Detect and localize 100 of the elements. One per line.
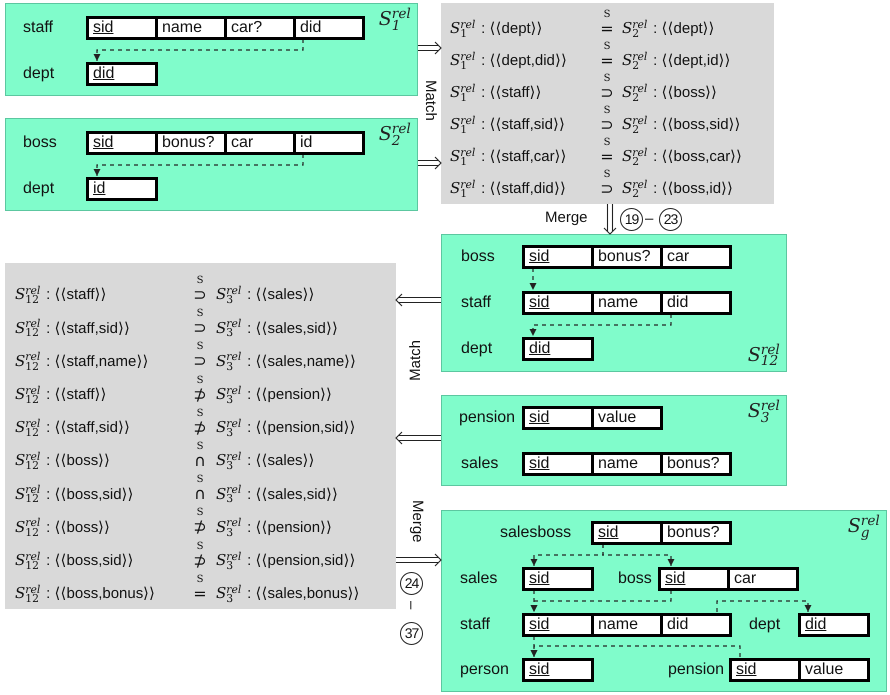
semantics-mark: S bbox=[604, 137, 610, 148]
correspondence-term: S$^{rel}$$_{1}$ : ⟨⟨dept,did⟩⟩ bbox=[450, 49, 567, 74]
correspondence-term: S$^{rel}$$_{12}$ : ⟨⟨staff,name⟩⟩ bbox=[15, 349, 148, 375]
double-arrow bbox=[395, 431, 442, 445]
relation-row bbox=[658, 567, 799, 591]
schema-panel bbox=[5, 118, 418, 211]
attribute-cell-text: sid bbox=[528, 661, 550, 679]
correspondence-term: S$^{rel}$$_{12}$ : ⟨⟨staff,sid⟩⟩ bbox=[15, 416, 130, 441]
schema-panel bbox=[441, 234, 787, 372]
foreign-key-arrow bbox=[530, 645, 741, 657]
relation-name: salesboss bbox=[500, 523, 572, 543]
correspondence-term: S$^{rel}$$_{2}$ : ⟨⟨boss,sid⟩⟩ bbox=[622, 113, 741, 138]
attribute-cell: name bbox=[591, 616, 660, 634]
attribute-cell-text: sid bbox=[735, 661, 758, 679]
correspondence-term: S$^{rel}$$_{3}$ : ⟨⟨sales,sid⟩⟩ bbox=[216, 482, 338, 508]
edge-label: Merge bbox=[545, 209, 588, 227]
double-arrow bbox=[395, 553, 442, 567]
relation-row bbox=[522, 337, 594, 361]
attribute-cell: bonus? bbox=[660, 524, 729, 542]
relation-symbol: = bbox=[600, 148, 614, 165]
relation-row bbox=[591, 521, 732, 545]
correspondence-term: S$^{rel}$$_{3}$ : ⟨⟨sales,bonus⟩⟩ bbox=[216, 582, 360, 607]
step-number: 37 bbox=[400, 622, 423, 645]
foreign-key-arrow bbox=[530, 590, 672, 612]
edge-label: Merge bbox=[408, 500, 426, 543]
relation-name: dept bbox=[749, 615, 780, 635]
semantics-mark: S bbox=[196, 374, 204, 386]
relation-name: boss bbox=[618, 569, 652, 589]
correspondence-term: S$^{rel}$$_{12}$ : ⟨⟨boss⟩⟩ bbox=[15, 449, 110, 474]
relation-row bbox=[522, 452, 732, 476]
foreign-key-arrow bbox=[94, 154, 304, 176]
relation-name: pension bbox=[668, 660, 724, 680]
semantics-mark: S bbox=[196, 540, 204, 552]
process-label: Match bbox=[421, 80, 439, 121]
semantics-mark: S bbox=[196, 507, 204, 518]
correspondence-term: S$^{rel}$$_{2}$ : ⟨⟨boss⟩⟩ bbox=[622, 81, 718, 106]
relation-name: staff bbox=[460, 615, 490, 635]
correspondence-term: S$^{rel}$$_{1}$ : ⟨⟨staff,did⟩⟩ bbox=[450, 177, 566, 202]
correspondence-term: S$^{rel}$$_{1}$ : ⟨⟨staff⟩⟩ bbox=[450, 81, 542, 106]
relation-symbol: ⊃ bbox=[193, 286, 207, 303]
attribute-cell-text: sid bbox=[92, 134, 114, 152]
correspondence-term: S$^{rel}$$_{3}$ : ⟨⟨sales⟩⟩ bbox=[216, 283, 315, 308]
correspondence-term: S$^{rel}$$_{12}$ : ⟨⟨boss,sid⟩⟩ bbox=[15, 548, 134, 574]
step-number: 23 bbox=[659, 208, 682, 231]
attribute-cell: car bbox=[727, 570, 796, 588]
relation-symbol: ⊅ bbox=[193, 386, 207, 403]
correspondence-term: S$^{rel}$$_{3}$ : ⟨⟨sales,name⟩⟩ bbox=[216, 349, 356, 375]
attribute-cell-text: sid bbox=[528, 248, 550, 266]
correspondence-term: S$^{rel}$$_{3}$ : ⟨⟨pension,sid⟩⟩ bbox=[216, 416, 356, 441]
relation-row bbox=[522, 406, 663, 430]
relation-symbol: ⊃ bbox=[600, 116, 614, 133]
relation-name: sales bbox=[461, 454, 498, 474]
attribute-cell-text: sid bbox=[528, 570, 550, 588]
semantics-mark: S bbox=[604, 169, 610, 180]
attribute-cell-text: sid bbox=[528, 409, 550, 427]
attribute-cell: name bbox=[591, 455, 660, 473]
attribute-cell: value bbox=[591, 409, 660, 427]
double-arrow bbox=[417, 41, 442, 55]
correspondence-term: S$^{rel}$$_{1}$ : ⟨⟨dept⟩⟩ bbox=[450, 17, 543, 42]
semantics-mark: S bbox=[196, 341, 204, 352]
relation-symbol: ∩ bbox=[194, 485, 206, 502]
mapping-panel bbox=[5, 263, 396, 609]
attribute-cell-text: sid bbox=[528, 455, 550, 473]
relation-symbol: ⊃ bbox=[193, 352, 207, 370]
foreign-key-arrow bbox=[530, 314, 672, 336]
relation-row bbox=[86, 177, 158, 201]
relation-symbol: ⊃ bbox=[193, 319, 207, 336]
attribute-cell-text: did bbox=[804, 616, 828, 634]
correspondence-term: S$^{rel}$$_{2}$ : ⟨⟨dept⟩⟩ bbox=[622, 17, 715, 42]
double-arrow bbox=[603, 203, 617, 235]
semantics-mark: S bbox=[196, 275, 204, 286]
foreign-key-arrow bbox=[716, 600, 812, 612]
correspondence-term: S$^{rel}$$_{1}$ : ⟨⟨staff,car⟩⟩ bbox=[450, 145, 567, 170]
relation-symbol: = bbox=[600, 52, 614, 69]
attribute-cell: car bbox=[224, 134, 293, 152]
attribute-cell: name bbox=[155, 19, 224, 37]
relation-row bbox=[729, 658, 870, 682]
attribute-cell: id bbox=[293, 134, 362, 152]
foreign-key-arrow bbox=[94, 39, 304, 61]
correspondence-term: S$^{rel}$$_{3}$ : ⟨⟨sales,sid⟩⟩ bbox=[216, 316, 338, 342]
attribute-cell-text: sid bbox=[92, 19, 114, 37]
foreign-key-arrow bbox=[530, 268, 536, 290]
correspondence-term: S$^{rel}$$_{12}$ : ⟨⟨staff⟩⟩ bbox=[15, 283, 107, 308]
relation-symbol: ⊃ bbox=[600, 180, 614, 197]
correspondence-term: S$^{rel}$$_{1}$ : ⟨⟨staff,sid⟩⟩ bbox=[450, 113, 565, 138]
relation-name: dept bbox=[461, 339, 492, 359]
relation-symbol: ⊅ bbox=[193, 418, 207, 436]
relation-name: sales bbox=[460, 569, 498, 589]
attribute-cell: did bbox=[660, 294, 729, 312]
attribute-cell-text: sid bbox=[597, 524, 620, 542]
relation-symbol: = bbox=[600, 20, 614, 37]
attribute-cell: car? bbox=[224, 19, 293, 37]
correspondence-term: S$^{rel}$$_{2}$ : ⟨⟨dept,id⟩⟩ bbox=[622, 49, 731, 74]
attribute-cell-text: sid bbox=[528, 294, 550, 312]
attribute-cell: did bbox=[293, 19, 362, 37]
attribute-cell-text: sid bbox=[528, 616, 550, 634]
correspondence-term: S$^{rel}$$_{12}$ : ⟨⟨staff,sid⟩⟩ bbox=[15, 316, 130, 342]
double-arrow bbox=[395, 293, 442, 307]
attribute-cell: did bbox=[660, 616, 729, 634]
semantics-mark: S bbox=[196, 308, 204, 320]
